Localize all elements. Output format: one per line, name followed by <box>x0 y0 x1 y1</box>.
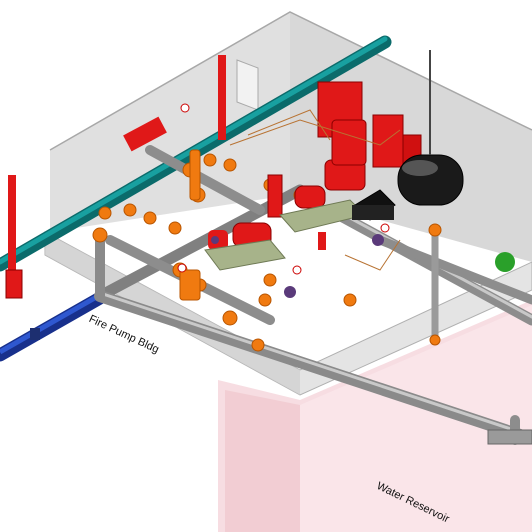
diesel-tank <box>397 50 464 206</box>
red-equipment <box>5 55 422 299</box>
pump-bases <box>204 199 366 271</box>
blue-pipe <box>0 291 107 362</box>
control-panel <box>352 189 396 221</box>
electrical-wiring <box>229 109 401 271</box>
orange-fittings <box>92 149 442 352</box>
gauges <box>177 103 390 275</box>
valves <box>211 234 515 298</box>
water-reservoir <box>218 300 532 532</box>
